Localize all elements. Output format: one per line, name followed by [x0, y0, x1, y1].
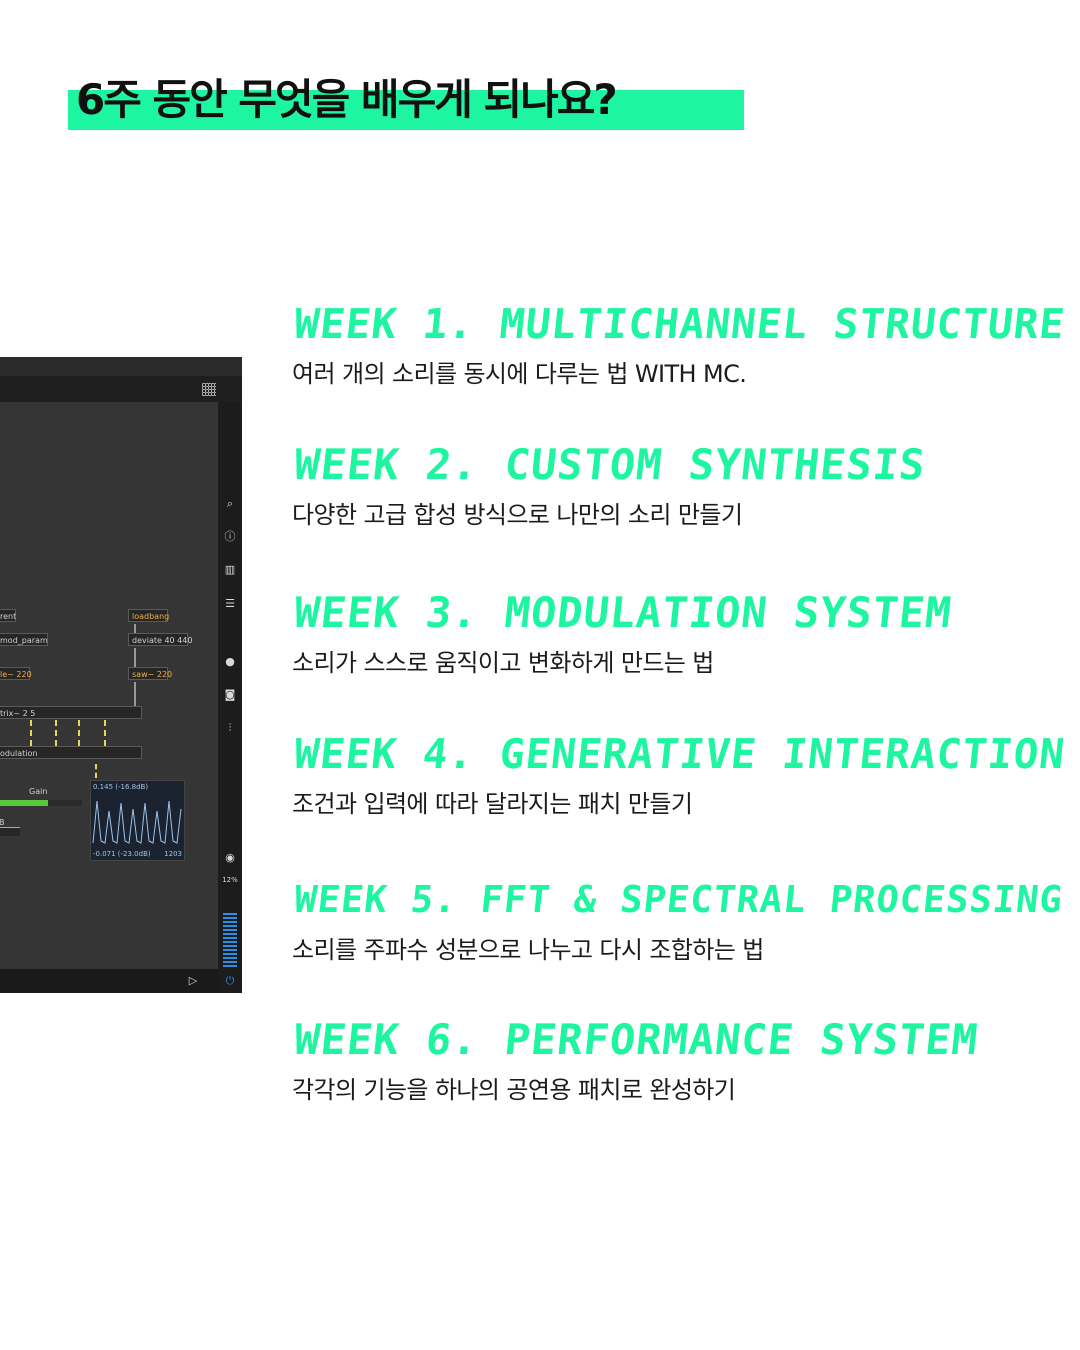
week-2: WEEK 2. CUSTOM SYNTHESIS 다양한 고급 합성 방식으로 …: [292, 440, 1062, 531]
scope-buffer-size: 1203: [164, 850, 182, 858]
week-description: 다양한 고급 합성 방식으로 나만의 소리 만들기: [292, 501, 743, 529]
page-title: 6주 동안 무엇을 배우게 되나요?: [76, 75, 618, 124]
level-meter-unlit: [223, 885, 237, 913]
mixer-icon[interactable]: ⫶: [228, 721, 232, 734]
patch-object[interactable]: mod_param: [0, 633, 48, 646]
week-title: WEEK 3. MODULATION SYSTEM: [292, 588, 955, 637]
db-label: B: [0, 818, 5, 827]
comment-icon[interactable]: ●: [225, 655, 235, 668]
week-1: WEEK 1. MULTICHANNEL STRUCTURE 여러 개의 소리를…: [292, 300, 1068, 390]
patch-cord: [55, 720, 57, 746]
patch-canvas[interactable]: rent mod_param le~ 220 loadbang deviate …: [0, 402, 218, 969]
patch-cord: [78, 720, 80, 746]
week-3: WEEK 3. MODULATION SYSTEM 소리가 스스로 움직이고 변…: [292, 588, 1062, 679]
window-title-bar: [0, 357, 242, 376]
patch-bottom-bar: [0, 969, 218, 993]
week-title: WEEK 4. GENERATIVE INTERACTION: [292, 730, 1068, 778]
patch-object-modulation[interactable]: odulation: [0, 746, 142, 759]
week-description: 여러 개의 소리를 동시에 다루는 법 WITH MC.: [292, 360, 747, 388]
heading-highlight: [68, 90, 744, 130]
week-description: 소리를 주파수 성분으로 나누고 다시 조합하는 법: [292, 936, 764, 964]
week-title: WEEK 1. MULTICHANNEL STRUCTURE: [292, 300, 1068, 348]
search-icon[interactable]: ⌕: [226, 497, 234, 510]
gain-slider-track: [48, 800, 82, 806]
power-icon[interactable]: ⏻: [225, 974, 235, 987]
play-icon[interactable]: ▷: [188, 974, 198, 987]
scope-bottom-value: -0.071 (-23.0dB): [93, 850, 151, 858]
patch-cord: [134, 624, 136, 633]
patch-object-saw[interactable]: saw~ 220: [128, 667, 172, 680]
patch-toolbar: [0, 376, 242, 402]
patch-object-loadbang[interactable]: loadbang: [128, 609, 169, 622]
week-5: WEEK 5. FFT & SPECTRAL PROCESSING 소리를 주파…: [292, 876, 1065, 966]
week-description: 조건과 입력에 따라 달라지는 패치 만들기: [292, 790, 693, 818]
patch-cord: [134, 682, 136, 706]
book-icon[interactable]: ▥: [224, 563, 236, 576]
patch-object[interactable]: rent: [0, 609, 16, 622]
gain-slider[interactable]: [0, 800, 48, 806]
oscilloscope: 0.145 (-16.8dB) -0.071 (-23.0dB) 1203: [90, 780, 185, 861]
gain-label: Gain: [29, 787, 48, 796]
week-4: WEEK 4. GENERATIVE INTERACTION 조건과 입력에 따…: [292, 730, 1068, 820]
record-icon[interactable]: ◉: [225, 851, 235, 864]
grid-icon[interactable]: [202, 383, 216, 396]
number-box[interactable]: [0, 827, 20, 836]
cpu-readout: 12%: [222, 876, 238, 884]
patch-object[interactable]: le~ 220: [0, 667, 32, 680]
patch-cord: [104, 720, 106, 746]
info-icon[interactable]: ⓘ: [224, 530, 236, 543]
camera-icon[interactable]: ◙: [224, 688, 236, 701]
week-title: WEEK 6. PERFORMANCE SYSTEM: [292, 1015, 981, 1064]
scope-top-value: 0.145 (-16.8dB): [93, 783, 149, 791]
week-description: 각각의 기능을 하나의 공연용 패치로 완성하기: [292, 1076, 736, 1104]
week-title: WEEK 2. CUSTOM SYNTHESIS: [292, 440, 929, 489]
week-description: 소리가 스스로 움직이고 변화하게 만드는 법: [292, 649, 714, 677]
week-6: WEEK 6. PERFORMANCE SYSTEM 각각의 기능을 하나의 공…: [292, 1015, 1062, 1106]
patch-object-deviate[interactable]: deviate 40 440: [128, 633, 192, 646]
patch-object-matrix[interactable]: trix~ 2 5: [0, 706, 142, 719]
patch-cord: [134, 648, 136, 667]
patch-cord: [95, 764, 97, 778]
max-patch-window: rent mod_param le~ 220 loadbang deviate …: [0, 357, 242, 993]
week-title: WEEK 5. FFT & SPECTRAL PROCESSING: [292, 878, 1065, 921]
scope-waveform: [92, 800, 182, 844]
page-heading: 6주 동안 무엇을 배우게 되나요?: [68, 68, 744, 132]
patch-cord: [30, 720, 32, 746]
list-icon[interactable]: ☰: [225, 597, 235, 610]
